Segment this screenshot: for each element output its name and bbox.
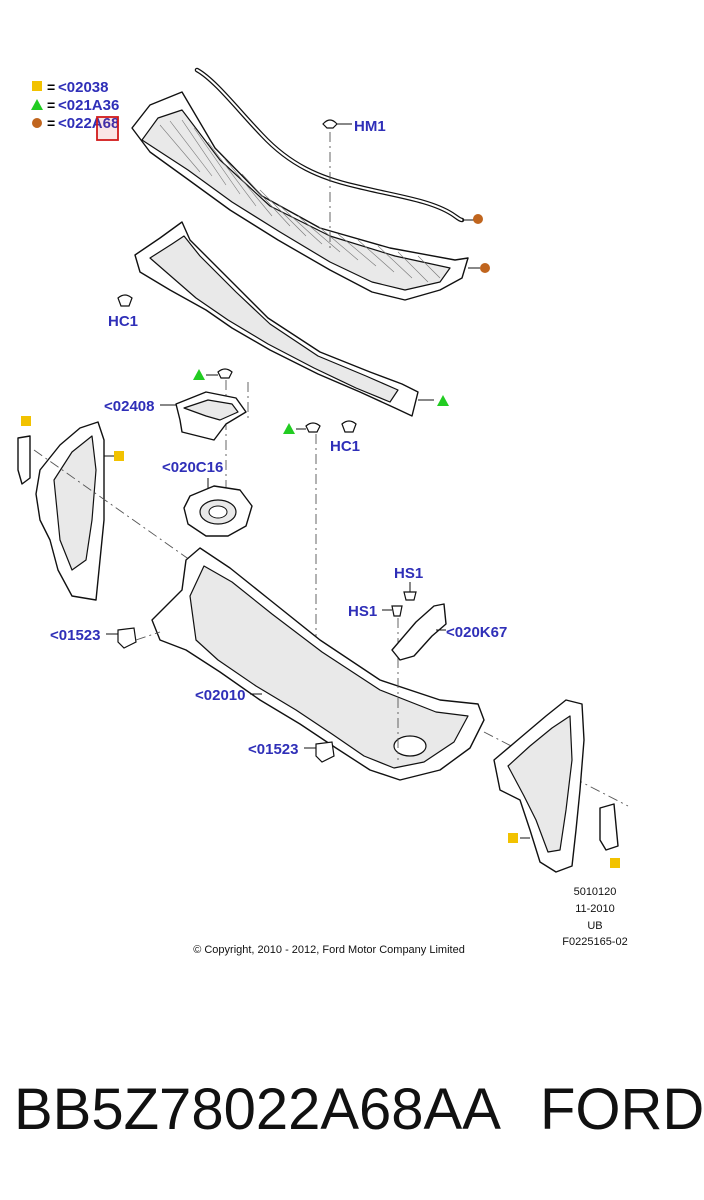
callout-01523-right: <01523: [248, 741, 298, 758]
hc1-fastener-right: HC1: [283, 420, 360, 720]
callout-hs1-bottom: HS1: [348, 603, 377, 620]
hc1-fastener-left: HC1: [108, 294, 138, 330]
legend-circle-icon: [32, 118, 42, 128]
square-clip-icon: [114, 451, 124, 461]
callout-hs1-top: HS1: [394, 565, 423, 582]
legend-eq-1: =: [47, 79, 55, 95]
meta-line-1: 5010120: [574, 886, 617, 898]
cowl-inner-bracket: [134, 221, 449, 417]
hm1-fastener: HM1: [322, 118, 386, 250]
cowl-panel-02010: <02010: [151, 547, 485, 781]
parts-diagram: = <02038 = <021A36 = <022A68: [17, 67, 629, 956]
callout-02408: <02408: [104, 398, 154, 415]
legend-eq-2: =: [47, 97, 55, 113]
legend-triangle-icon: [31, 99, 43, 110]
highlight-box: [96, 116, 119, 141]
part-number: BB5Z78022A68AA: [14, 1077, 501, 1142]
vent-hatch: [159, 119, 441, 283]
callout-hc1-right: HC1: [330, 438, 360, 455]
left-side-bracket: [17, 416, 191, 601]
callout-020k67: <020K67: [446, 624, 507, 641]
callout-020c16: <020C16: [162, 459, 223, 476]
meta-line-4: F0225165-02: [562, 936, 627, 948]
square-clip-icon: [610, 858, 620, 868]
meta-line-2: 11-2010: [575, 903, 615, 915]
square-clip-icon: [21, 416, 31, 426]
callout-02010: <02010: [195, 687, 245, 704]
callout-01523-left: <01523: [50, 627, 100, 644]
legend-square-icon: [32, 81, 42, 91]
clip-circle-icon: [473, 214, 483, 224]
drawing-meta: 5010120 11-2010 UB F0225165-02: [562, 886, 627, 948]
bracket-020k67: HS1 HS1 <020K67: [348, 565, 507, 760]
duct-020c16: <020C16: [162, 459, 253, 537]
clip-circle-icon: [480, 263, 490, 273]
weatherstrip-seal: [194, 67, 483, 224]
copyright: © Copyright, 2010 - 2012, Ford Motor Com…: [193, 944, 465, 956]
callout-hc1-left: HC1: [108, 313, 138, 330]
legend: = <02038 = <021A36 = <022A68: [31, 79, 119, 141]
square-clip-icon: [508, 833, 518, 843]
legend-code-021a36: <021A36: [58, 97, 119, 114]
callout-hm1: HM1: [354, 118, 386, 135]
legend-code-02038: <02038: [58, 79, 108, 96]
legend-code-022a68: <022A68: [58, 115, 119, 132]
right-side-bracket: [483, 699, 629, 873]
clip-triangle-icon: [437, 395, 449, 406]
clip-triangle-icon: [283, 423, 295, 434]
clip-triangle-icon: [193, 369, 205, 380]
bracket-02408: <02408: [104, 368, 249, 538]
cowl-vent-panel: [131, 91, 490, 301]
plug-01523-left: <01523: [50, 627, 161, 649]
plug-01523-right: <01523: [248, 741, 335, 763]
legend-eq-3: =: [47, 115, 55, 131]
brand-name: FORD: [540, 1077, 704, 1142]
meta-line-3: UB: [587, 920, 602, 932]
